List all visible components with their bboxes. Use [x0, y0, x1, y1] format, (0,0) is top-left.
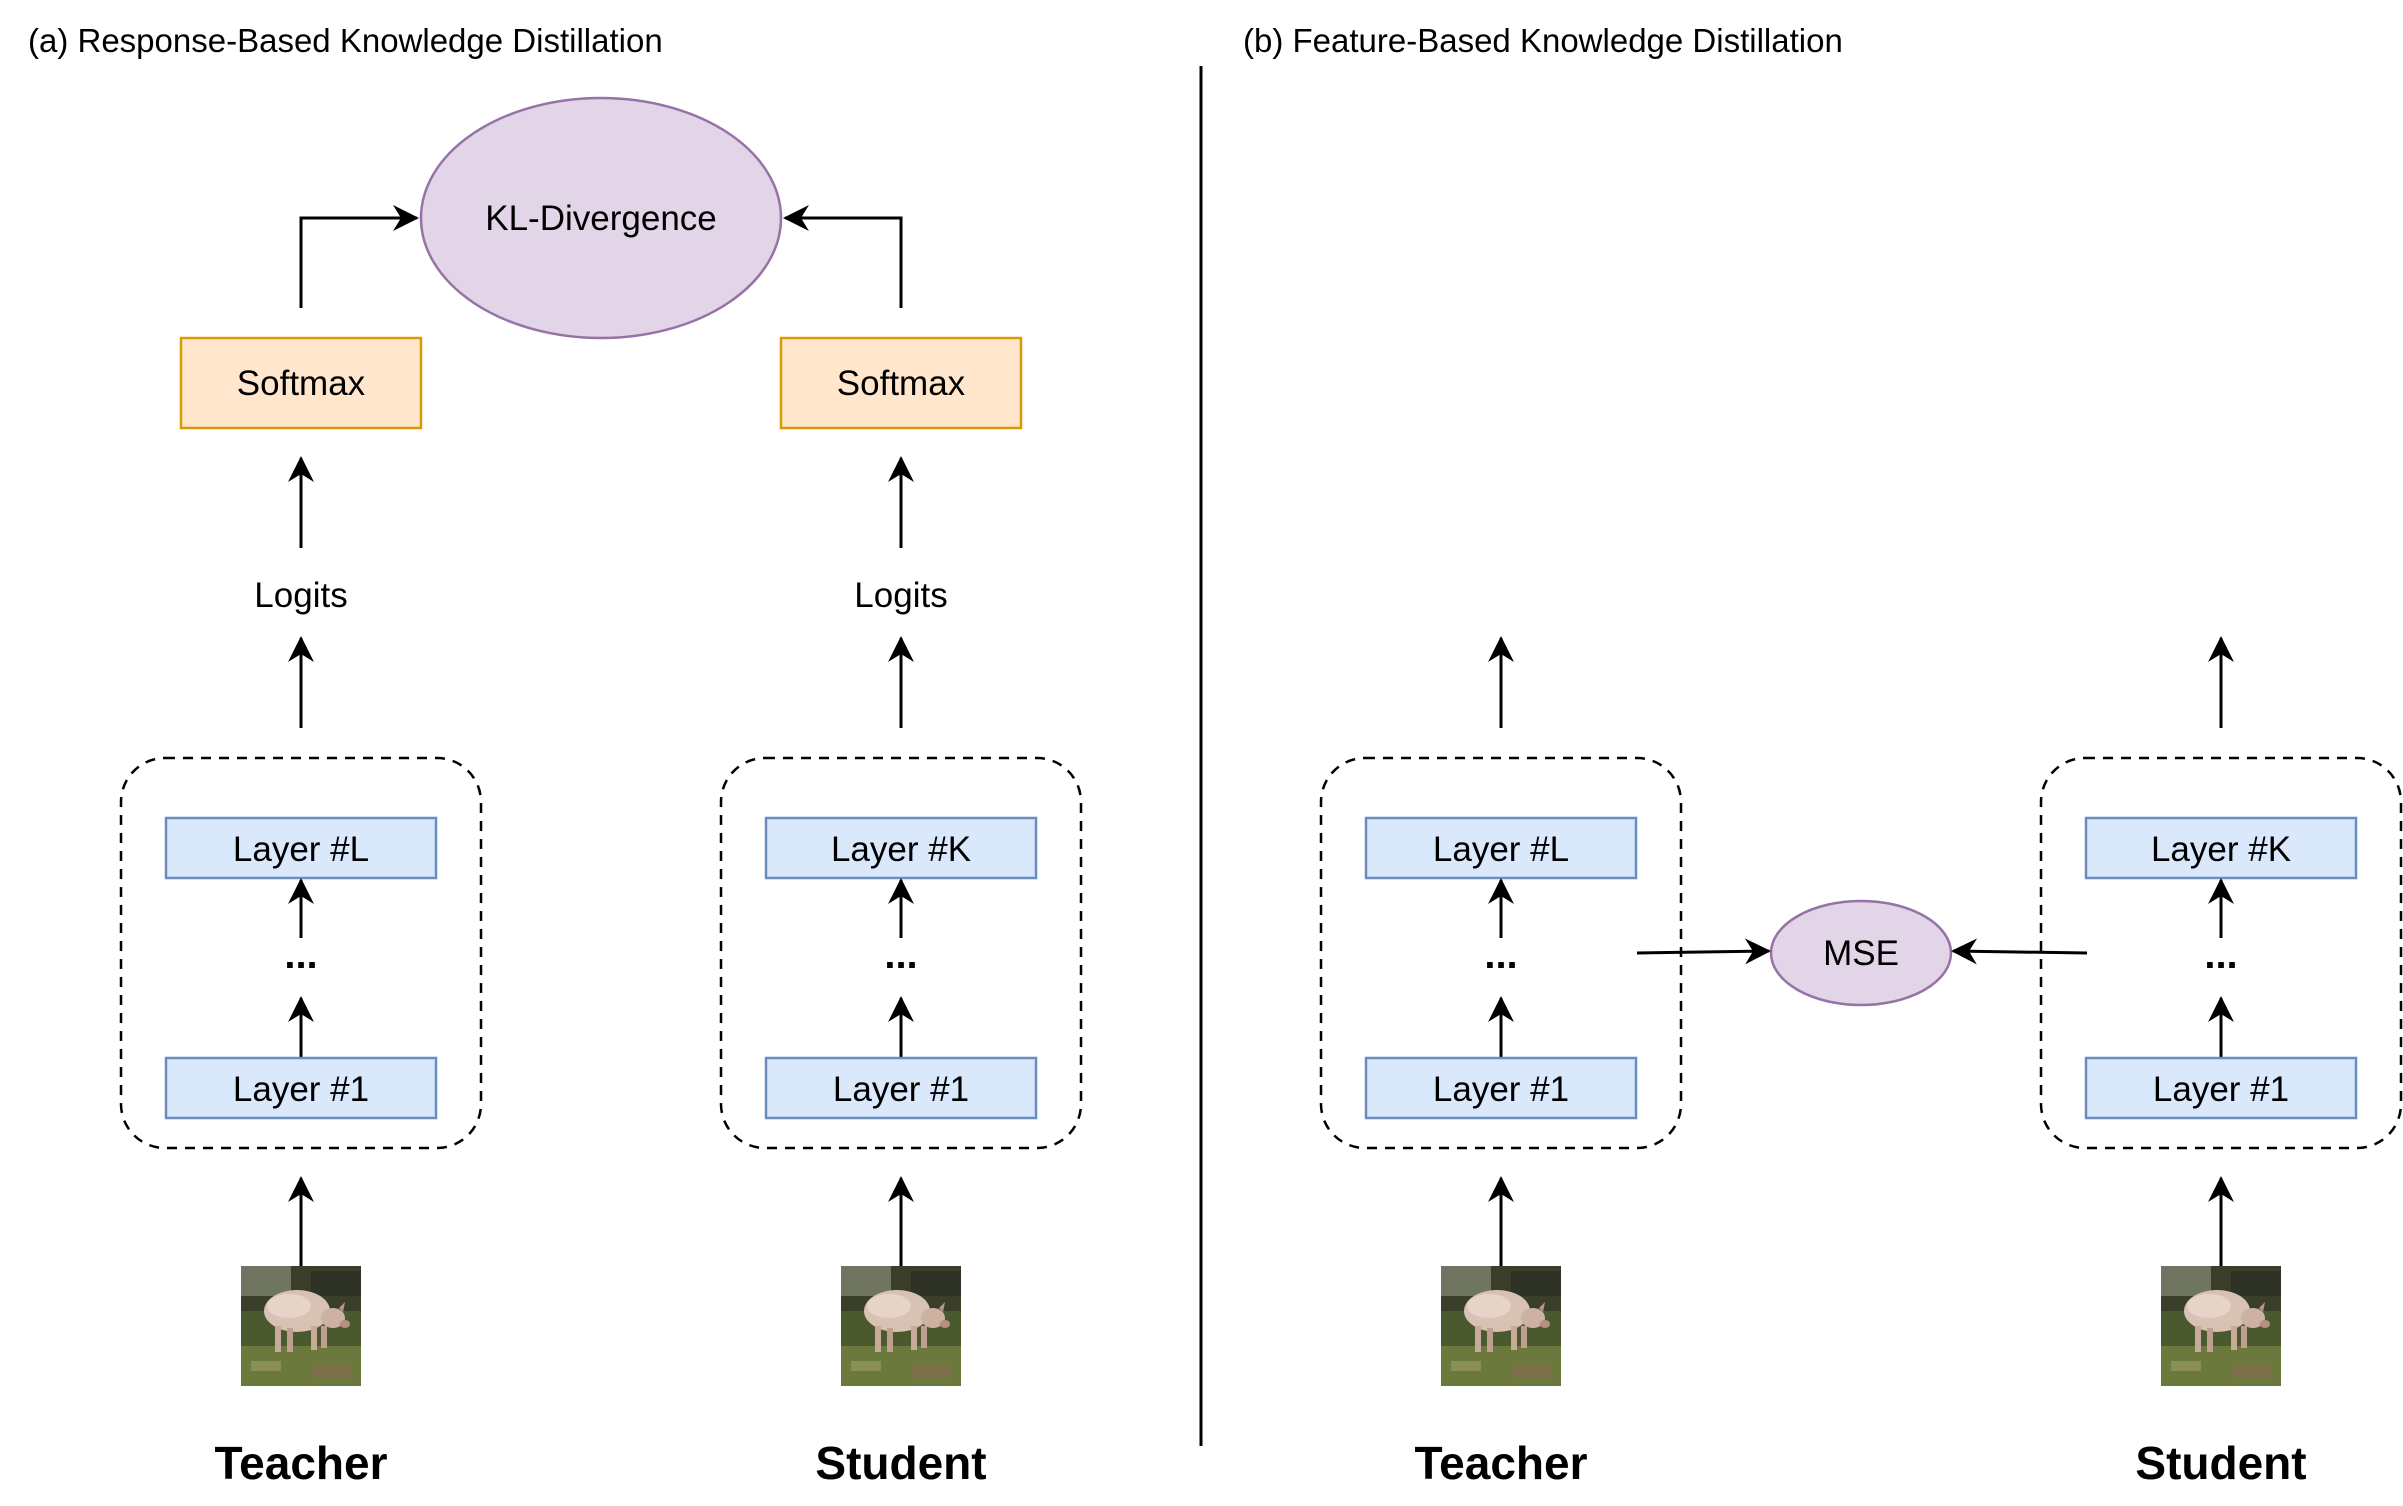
panel-b-title: (b) Feature-Based Knowledge Distillation	[1243, 22, 1843, 59]
student-a-pig-image	[841, 1266, 961, 1386]
teacher-b-pig-image	[1441, 1266, 1561, 1386]
teacher-a-role: Teacher	[214, 1437, 387, 1489]
student-a-dots: ...	[884, 933, 917, 977]
student-a-softmax: Softmax	[779, 336, 1023, 430]
student-b-dots: ...	[2204, 933, 2237, 977]
teacher-b-dots: ...	[1484, 933, 1517, 977]
student-a-top-layer-label: Layer #K	[831, 830, 971, 869]
kl-divergence-node: KL-Divergence	[419, 96, 783, 340]
teacher-b-bottom-layer: Layer #1	[1364, 1056, 1638, 1120]
teacher-b-bottom-layer-label: Layer #1	[1433, 1070, 1569, 1109]
student-b-top-layer: Layer #K	[2084, 816, 2358, 880]
student-b-bottom-layer: Layer #1	[2084, 1056, 2358, 1120]
student-a-logits: Logits	[854, 576, 947, 615]
teacher-a-logits: Logits	[254, 576, 347, 615]
student-b-top-layer-label: Layer #K	[2151, 830, 2291, 869]
teacher-a-bottom-layer-label: Layer #1	[233, 1070, 369, 1109]
panel-a-title: (a) Response-Based Knowledge Distillatio…	[28, 22, 663, 59]
student-a-top-layer: Layer #K	[764, 816, 1038, 880]
kl-divergence-label: KL-Divergence	[485, 199, 717, 238]
student-b-bottom-layer-label: Layer #1	[2153, 1070, 2289, 1109]
student-b-pig-image	[2161, 1266, 2281, 1386]
student-b-to-mse-arrow	[1951, 938, 2088, 965]
teacher-a-softmax: Softmax	[179, 336, 423, 430]
teacher-a-top-layer-label: Layer #L	[233, 830, 369, 869]
teacher-b-to-mse-arrow	[1636, 938, 1771, 965]
student-a-role: Student	[815, 1437, 986, 1489]
teacher-a-model: Layer #L ... Layer #1	[119, 756, 483, 1150]
teacher-b-top-layer: Layer #L	[1364, 816, 1638, 880]
student-a-model: Layer #K ... Layer #1	[719, 756, 1083, 1150]
student-a-to-kl-arrow	[783, 205, 903, 308]
teacher-b-role: Teacher	[1414, 1437, 1587, 1489]
teacher-b-top-layer-label: Layer #L	[1433, 830, 1569, 869]
teacher-a-top-layer: Layer #L	[164, 816, 438, 880]
teacher-a-softmax-label: Softmax	[237, 364, 366, 403]
teacher-b-model: Layer #L ... Layer #1	[1319, 756, 1683, 1150]
student-a-bottom-layer: Layer #1	[764, 1056, 1038, 1120]
student-b-model: Layer #K ... Layer #1	[2039, 756, 2403, 1150]
teacher-a-pig-image	[241, 1266, 361, 1386]
teacher-a-to-kl-arrow	[299, 205, 419, 308]
teacher-a-bottom-layer: Layer #1	[164, 1056, 438, 1120]
mse-label: MSE	[1823, 934, 1899, 973]
mse-node: MSE	[1769, 899, 1953, 1007]
student-b-role: Student	[2135, 1437, 2306, 1489]
teacher-a-dots: ...	[284, 933, 317, 977]
student-a-bottom-layer-label: Layer #1	[833, 1070, 969, 1109]
student-a-softmax-label: Softmax	[837, 364, 966, 403]
